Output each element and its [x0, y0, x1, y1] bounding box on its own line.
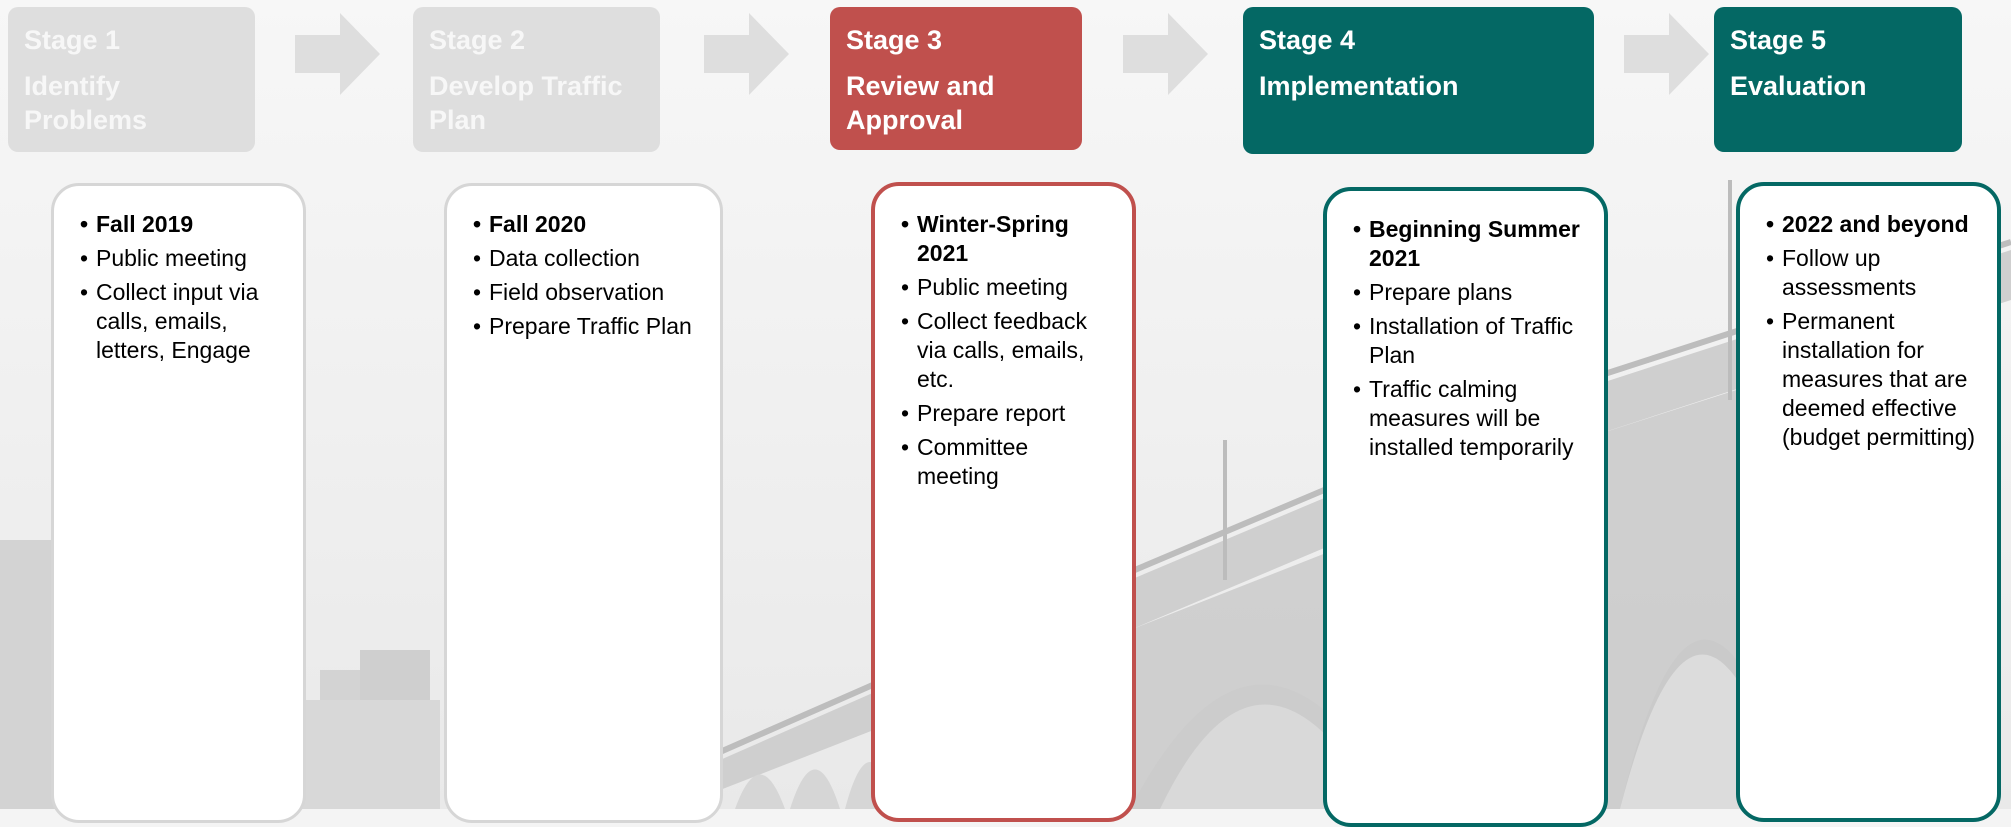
stage-5-header: Stage 5 Evaluation — [1714, 7, 1962, 152]
stage-2-number: Stage 2 — [429, 25, 526, 55]
stage-2-detail-item: Data collection — [473, 244, 700, 273]
stage-5-title: Evaluation — [1730, 71, 1867, 101]
arrow-right-icon — [1624, 13, 1709, 95]
stage-4-details-card: Beginning Summer 2021 Prepare plans Inst… — [1323, 187, 1608, 827]
stage-5-date: 2022 and beyond — [1766, 210, 1977, 239]
stage-4-detail-item: Prepare plans — [1353, 278, 1584, 307]
stage-3-header: Stage 3 Review and Approval — [830, 7, 1082, 150]
stage-2-details-card: Fall 2020 Data collection Field observat… — [444, 183, 723, 823]
stage-2-detail-item: Field observation — [473, 278, 700, 307]
stage-3-detail-item: Public meeting — [901, 273, 1112, 302]
arrow-right-icon — [295, 13, 380, 95]
stage-3-title: Review and Approval — [846, 71, 995, 135]
stage-1-details-card: Fall 2019 Public meeting Collect input v… — [51, 183, 306, 823]
stage-4-detail-item: Traffic calming measures will be install… — [1353, 375, 1584, 462]
stage-5-details-card: 2022 and beyond Follow up assessments Pe… — [1736, 182, 2001, 822]
arrow-right-icon — [1123, 13, 1208, 95]
stage-2-header: Stage 2 Develop Traffic Plan — [413, 7, 660, 152]
stage-4-title: Implementation — [1259, 71, 1459, 101]
stage-1-detail-item: Public meeting — [80, 244, 283, 273]
stage-3-details-card: Winter-Spring 2021 Public meeting Collec… — [871, 182, 1136, 822]
stage-4-detail-item: Installation of Traffic Plan — [1353, 312, 1584, 370]
stage-1-details-list: Fall 2019 Public meeting Collect input v… — [80, 210, 283, 365]
stage-2-detail-item: Prepare Traffic Plan — [473, 312, 700, 341]
stage-5-detail-item: Permanent installation for measures that… — [1766, 307, 1977, 452]
stage-1-date: Fall 2019 — [80, 210, 283, 239]
stage-4-header: Stage 4 Implementation — [1243, 7, 1594, 154]
stage-1-header: Stage 1 Identify Problems — [8, 7, 255, 152]
stage-3-detail-item: Prepare report — [901, 399, 1112, 428]
stage-2-title: Develop Traffic Plan — [429, 71, 623, 135]
stage-4-date: Beginning Summer 2021 — [1353, 215, 1584, 273]
stage-5-number: Stage 5 — [1730, 25, 1827, 55]
stage-2-details-list: Fall 2020 Data collection Field observat… — [473, 210, 700, 341]
stage-3-detail-item: Collect feedback via calls, emails, etc. — [901, 307, 1112, 394]
stage-4-details-list: Beginning Summer 2021 Prepare plans Inst… — [1353, 215, 1584, 462]
stage-1-title: Identify Problems — [24, 71, 148, 135]
arrow-right-icon — [704, 13, 789, 95]
stage-3-number: Stage 3 — [846, 25, 943, 55]
stage-3-detail-item: Committee meeting — [901, 433, 1112, 491]
stage-3-date: Winter-Spring 2021 — [901, 210, 1112, 268]
stage-5-detail-item: Follow up assessments — [1766, 244, 1977, 302]
stage-4-number: Stage 4 — [1259, 25, 1356, 55]
stage-2-date: Fall 2020 — [473, 210, 700, 239]
stage-5-details-list: 2022 and beyond Follow up assessments Pe… — [1766, 210, 1977, 452]
stage-1-number: Stage 1 — [24, 25, 121, 55]
stage-3-details-list: Winter-Spring 2021 Public meeting Collec… — [901, 210, 1112, 491]
stage-1-detail-item: Collect input via calls, emails, letters… — [80, 278, 283, 365]
